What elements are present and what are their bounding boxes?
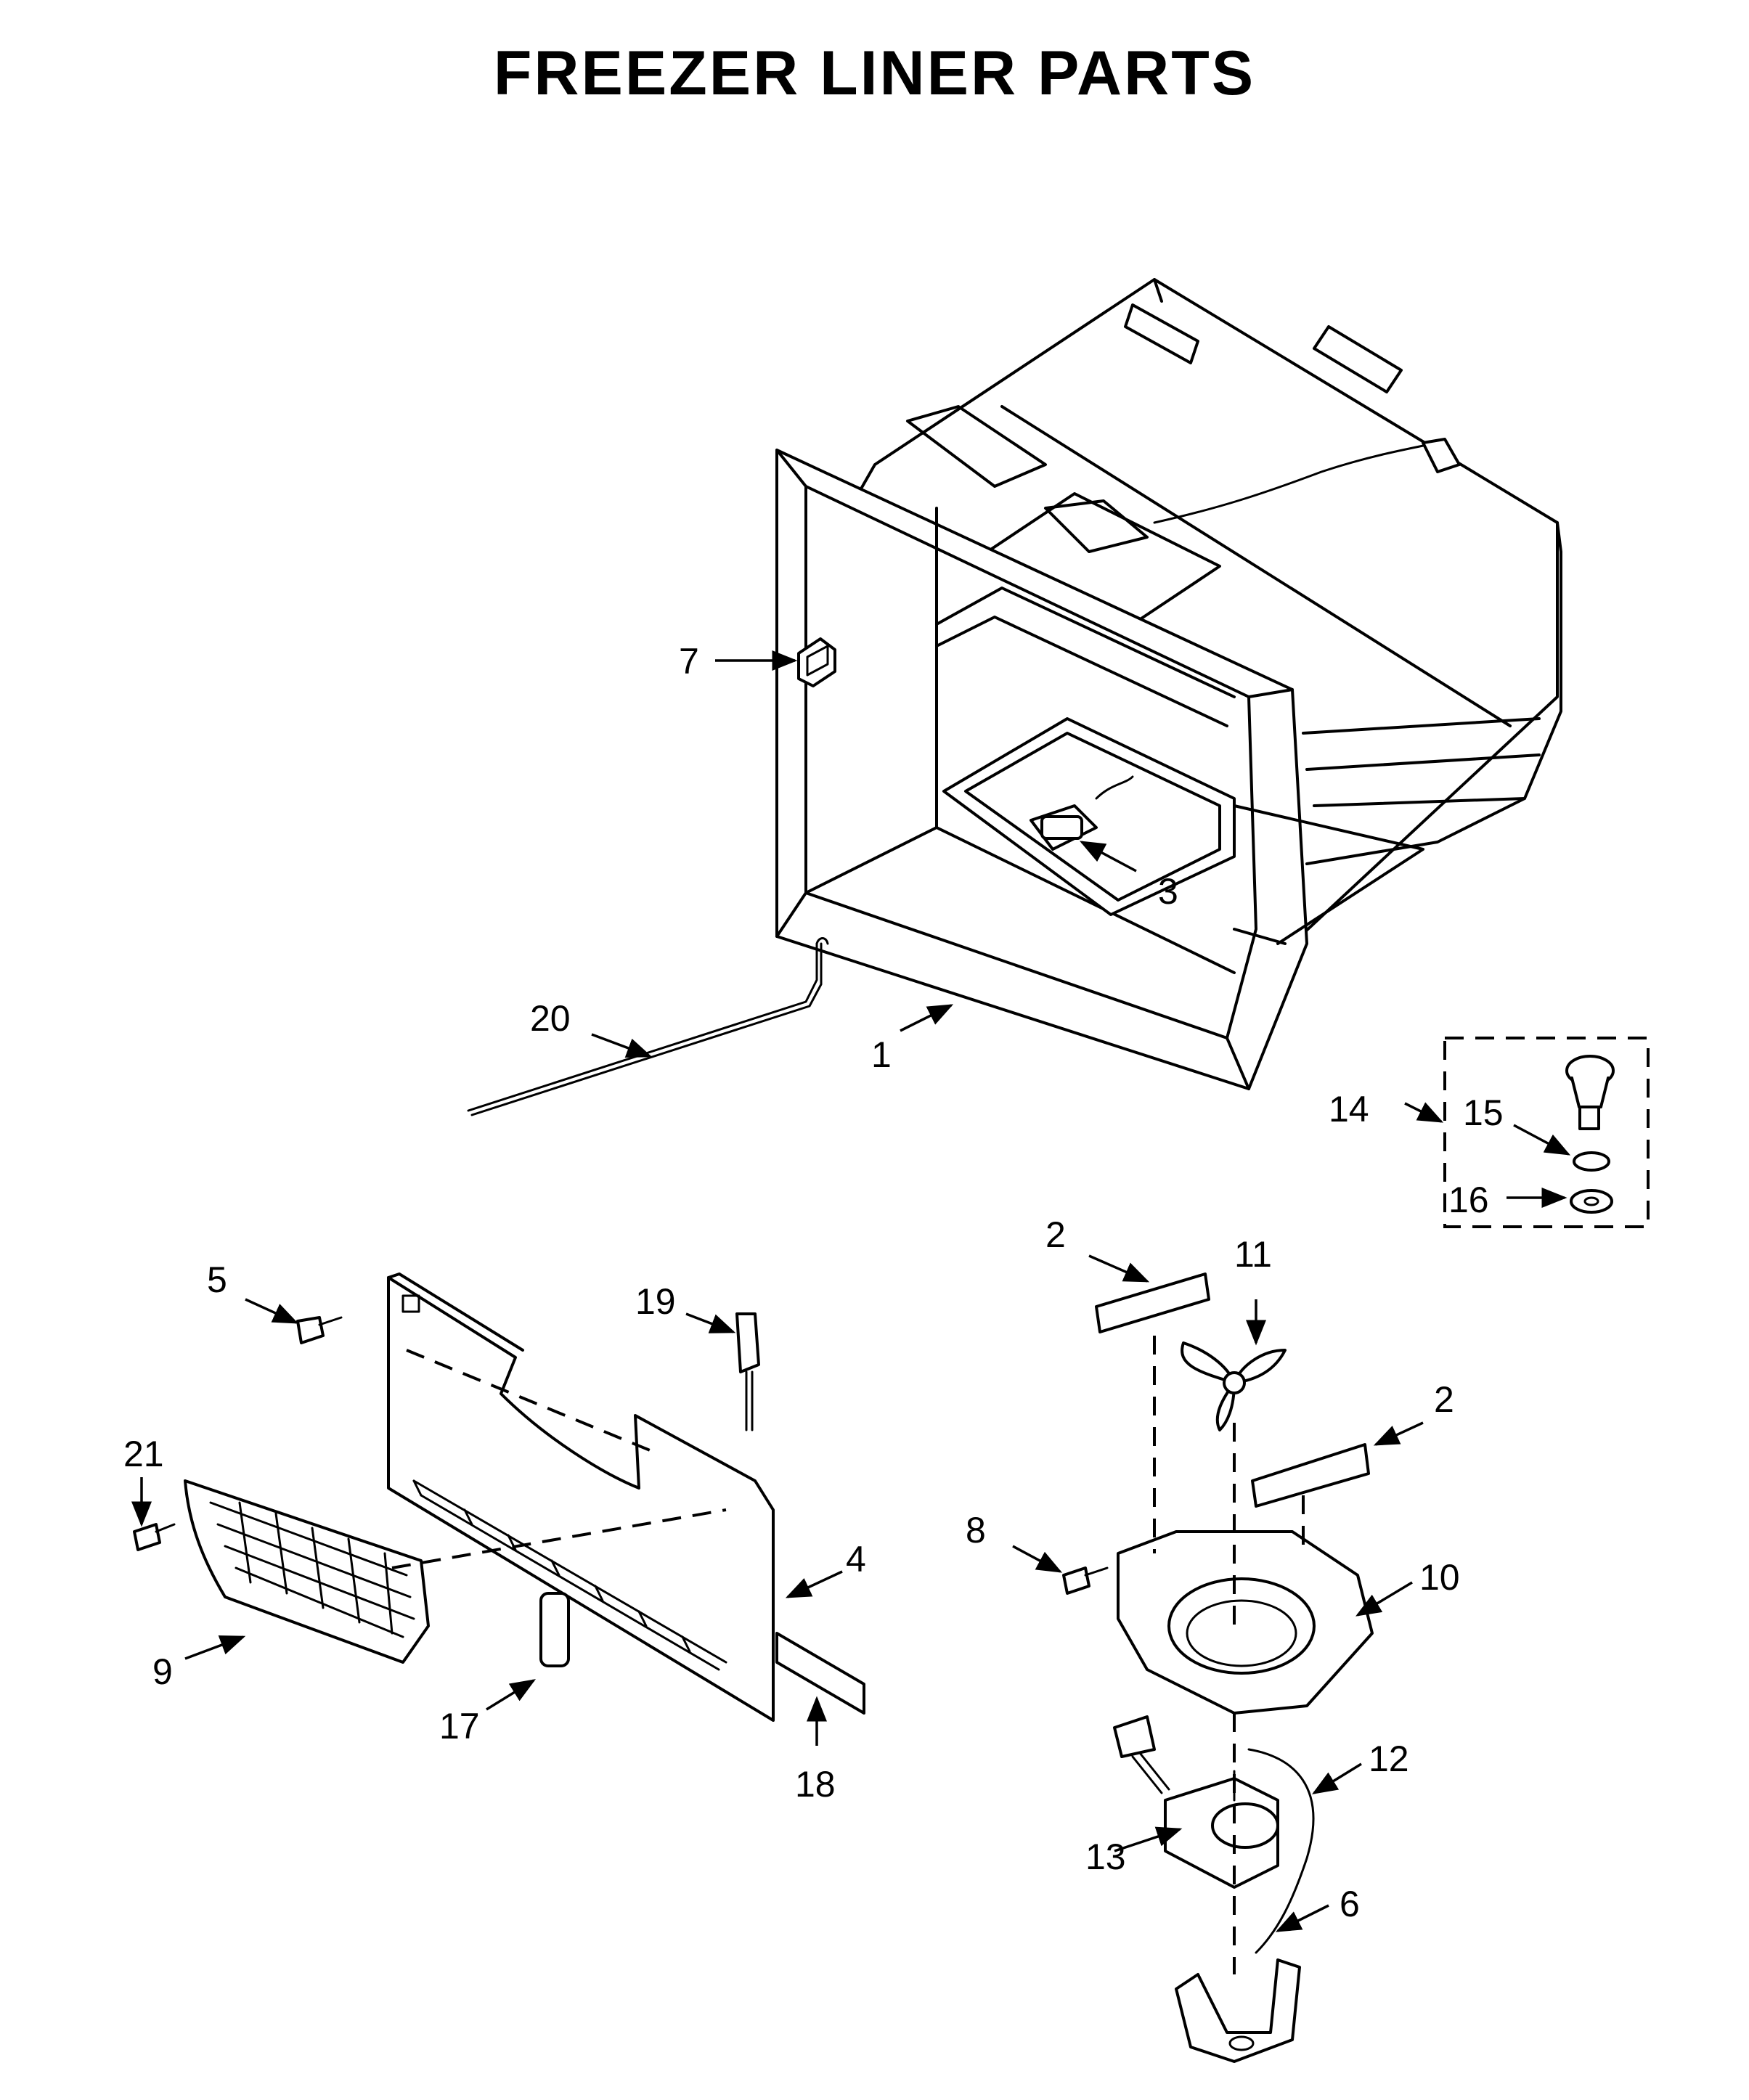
callout-1: 1 <box>871 1034 892 1075</box>
callout-3: 3 <box>1158 871 1178 912</box>
callout-7: 7 <box>679 641 699 682</box>
callout-4: 4 <box>846 1539 866 1580</box>
callout-6: 6 <box>1340 1884 1360 1924</box>
callout-11: 11 <box>1234 1234 1272 1275</box>
callout-labels: 7 3 1 20 14 15 16 2 11 2 8 10 12 13 6 5 … <box>123 641 1504 1924</box>
callout-8: 8 <box>966 1510 986 1551</box>
assembly-guide-lines-right <box>1153 1336 1305 1974</box>
freezer-liner <box>775 278 1562 1090</box>
part-3-drain-heater <box>1030 775 1134 851</box>
callout-18: 18 <box>795 1764 836 1805</box>
part-15-drain-fitting <box>1565 1055 1615 1130</box>
callout-15: 15 <box>1463 1092 1504 1133</box>
leader-arrows <box>131 650 1571 1932</box>
part-7-light-switch <box>797 637 836 687</box>
part-21-screw <box>133 1523 176 1551</box>
part-2-insulation-upper <box>1095 1272 1210 1333</box>
callout-16: 16 <box>1448 1180 1489 1220</box>
callout-21: 21 <box>123 1434 164 1474</box>
callout-2-upper: 2 <box>1045 1214 1066 1255</box>
part-11-fan-blade <box>1181 1341 1287 1431</box>
part-4-rear-panel <box>387 1272 775 1722</box>
callout-14: 14 <box>1329 1089 1369 1129</box>
callout-2-lower: 2 <box>1434 1379 1454 1420</box>
callout-19: 19 <box>635 1281 676 1322</box>
callout-12: 12 <box>1369 1739 1409 1779</box>
part-13-wire <box>1131 1752 1170 1794</box>
callout-10: 10 <box>1419 1557 1460 1598</box>
part-8-screw <box>1062 1566 1109 1595</box>
part-13-connector <box>1113 1715 1156 1758</box>
callout-17: 17 <box>439 1706 480 1746</box>
callout-9: 9 <box>152 1651 173 1692</box>
part-18-gasket <box>775 1632 865 1715</box>
part-20-thermistor-wire <box>467 937 829 1116</box>
part-6-bracket <box>1175 1958 1301 2063</box>
part-2-insulation-lower <box>1251 1443 1370 1508</box>
part-9-grille <box>184 1479 430 1664</box>
part-5-screw <box>296 1316 343 1344</box>
part-14-kit-box <box>1443 1037 1650 1228</box>
part-19-sensor <box>735 1312 760 1431</box>
part-16-washer <box>1570 1189 1613 1214</box>
callout-13: 13 <box>1085 1837 1126 1877</box>
page-title: FREEZER LINER PARTS <box>493 38 1256 108</box>
assembly-guide-lines-left <box>391 1349 727 1569</box>
callout-20: 20 <box>530 998 571 1039</box>
part-13-fan-motor <box>1164 1770 1279 1889</box>
part-10-fan-shroud <box>1117 1530 1374 1715</box>
part-17-damper <box>539 1592 570 1667</box>
part-15-o-ring <box>1573 1151 1610 1172</box>
callout-5: 5 <box>207 1259 227 1300</box>
